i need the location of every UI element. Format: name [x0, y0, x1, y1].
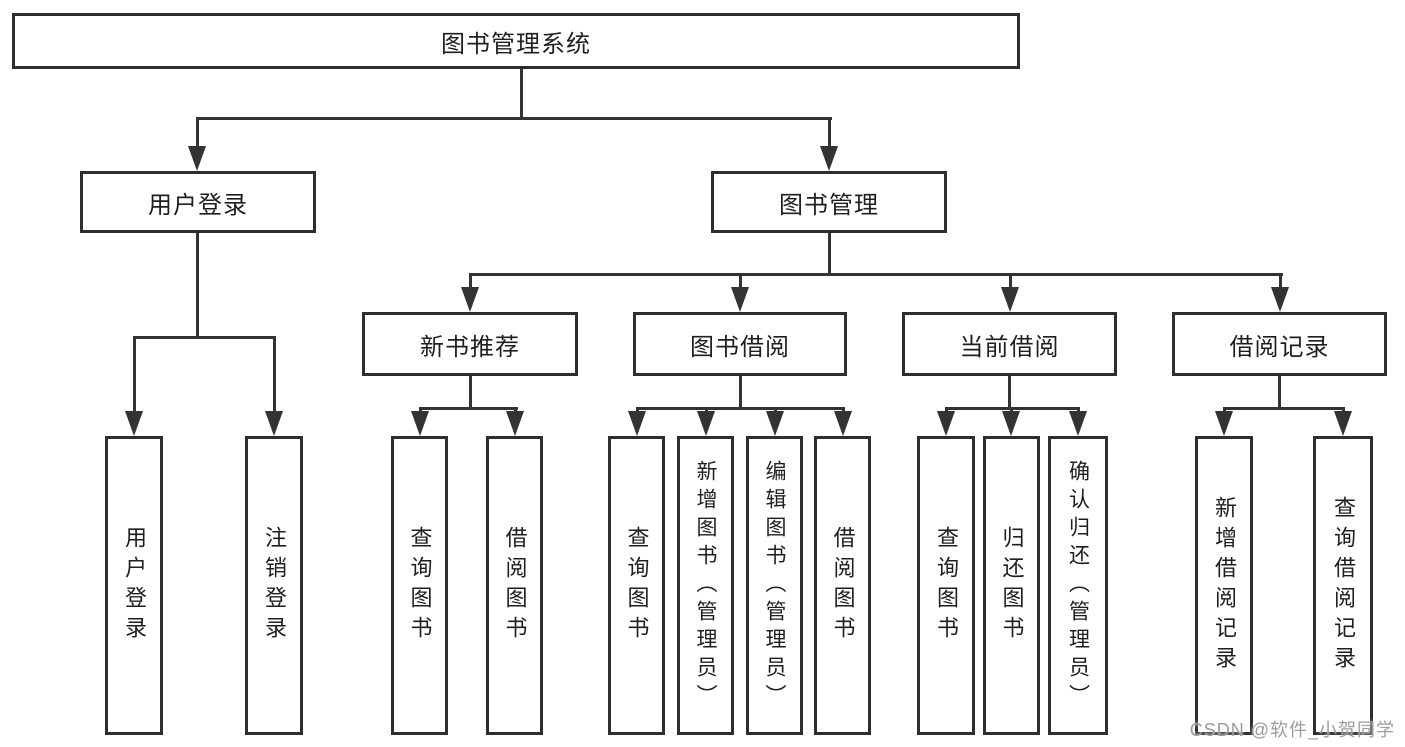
edge-leaf-drop: [842, 407, 845, 414]
node-root: 图书管理系统: [12, 13, 1020, 69]
node-book-borrowing: 图书借阅: [633, 312, 847, 376]
node-leaf-return-books: 归还图书: [983, 436, 1040, 735]
edge-borrowing-records-drop: [1279, 273, 1282, 289]
arrowhead-down-icon: [766, 411, 784, 436]
edge-leaf-drop: [419, 407, 422, 414]
node-leaf-query-books: 查询图书: [608, 436, 665, 735]
edge-current-borrowing-drop: [1009, 273, 1012, 289]
node-new-book-recommendation: 新书推荐: [362, 312, 578, 376]
node-leaf-query-books: 查询图书: [391, 436, 448, 735]
edge-book-management-stem: [828, 233, 831, 276]
edge-new-book-drop: [469, 273, 472, 289]
edge-root-stem: [520, 69, 523, 120]
edge-leaf-drop: [774, 407, 777, 414]
node-user-login: 用户登录: [80, 171, 316, 233]
edge-book-borrowing-rail: [636, 407, 845, 410]
edge-leaf-drop: [636, 407, 639, 414]
edge-logout-leaf-drop: [273, 336, 276, 413]
node-leaf-query-borrow-record: 查询借阅记录: [1313, 436, 1373, 735]
arrowhead-down-icon: [731, 287, 749, 312]
arrowhead-down-icon: [265, 411, 283, 436]
arrowhead-down-icon: [697, 411, 715, 436]
edge-root-rail: [196, 117, 832, 120]
arrowhead-down-icon: [1002, 411, 1020, 436]
edge-login-leaf-drop: [133, 336, 136, 413]
edge-leaf-drop: [1010, 407, 1013, 414]
arrowhead-down-icon: [1001, 287, 1019, 312]
arrowhead-down-icon: [411, 411, 429, 436]
node-leaf-borrow-books: 借阅图书: [486, 436, 543, 735]
arrowhead-down-icon: [1334, 411, 1352, 436]
arrowhead-down-icon: [125, 411, 143, 436]
edge-new-book-rail: [419, 407, 518, 410]
arrowhead-down-icon: [937, 411, 955, 436]
edge-new-book-stem: [469, 376, 472, 410]
edge-book-borrowing-stem: [739, 376, 742, 410]
node-leaf-add-books-admin: 新增图书（管理员）: [677, 436, 734, 735]
edge-current-borrowing-stem: [1008, 376, 1011, 410]
edge-leaf-drop: [945, 407, 948, 414]
arrowhead-down-icon: [1271, 287, 1289, 312]
node-leaf-edit-books-admin: 编辑图书（管理员）: [746, 436, 803, 735]
node-leaf-confirm-return-admin: 确认归还（管理员）: [1048, 436, 1108, 735]
edge-leaf-drop: [514, 407, 517, 414]
edge-borrowing-records-stem: [1278, 376, 1281, 410]
node-leaf-logout: 注销登录: [245, 436, 303, 735]
arrowhead-down-icon: [1069, 411, 1087, 436]
arrowhead-down-icon: [1215, 411, 1233, 436]
arrowhead-down-icon: [188, 146, 206, 171]
edge-book-management-rail: [469, 273, 1283, 276]
node-borrowing-records: 借阅记录: [1172, 312, 1387, 376]
node-leaf-add-borrow-record: 新增借阅记录: [1195, 436, 1253, 735]
node-current-borrowing: 当前借阅: [902, 312, 1117, 376]
arrowhead-down-icon: [506, 411, 524, 436]
node-leaf-borrow-books: 借阅图书: [814, 436, 871, 735]
edge-user-login-stem: [196, 233, 199, 339]
node-leaf-user-login: 用户登录: [105, 436, 163, 735]
arrowhead-down-icon: [461, 287, 479, 312]
edge-leaf-drop: [705, 407, 708, 414]
edge-leaf-drop: [1077, 407, 1080, 414]
node-book-management: 图书管理: [711, 171, 947, 233]
edge-book-management-drop: [828, 117, 831, 148]
edge-user-login-rail: [133, 336, 276, 339]
node-leaf-query-books: 查询图书: [917, 436, 975, 735]
arrowhead-down-icon: [820, 146, 838, 171]
edge-leaf-drop: [1342, 407, 1345, 414]
arrowhead-down-icon: [834, 411, 852, 436]
edge-leaf-drop: [1223, 407, 1226, 414]
edge-borrowing-records-rail: [1223, 407, 1345, 410]
edge-user-login-drop: [196, 117, 199, 148]
arrowhead-down-icon: [628, 411, 646, 436]
edge-book-borrowing-drop: [739, 273, 742, 289]
watermark: CSDN @软件_小贺同学: [1189, 720, 1395, 740]
